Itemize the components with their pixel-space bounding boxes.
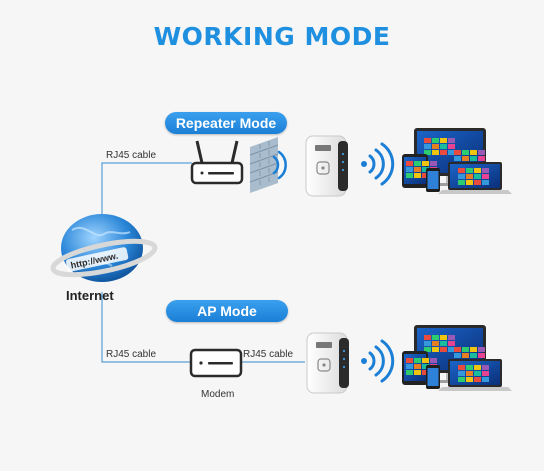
internet-label: Internet — [66, 288, 114, 303]
page-title: WORKING MODE — [153, 22, 391, 51]
connection-lines — [101, 162, 305, 363]
wall-icon — [249, 137, 279, 193]
ap-cable-line — [101, 292, 192, 363]
ap-cable-label-left: RJ45 cable — [106, 349, 157, 360]
devices-icon — [402, 325, 512, 391]
devices-icon — [402, 128, 512, 194]
globe-icon: http://www. — [50, 214, 158, 282]
wifi-extender-icon — [306, 332, 350, 394]
repeater-cable-label: RJ45 cable — [106, 150, 157, 161]
wifi-extender-icon — [305, 135, 349, 197]
modem-icon — [189, 348, 243, 378]
ap-mode-label: AP Mode — [166, 300, 288, 322]
modem-label: Modem — [201, 389, 235, 400]
repeater-mode-label: Repeater Mode — [165, 112, 287, 134]
wall-wifi-signal-icon — [272, 150, 287, 180]
repeater-cable-line — [101, 162, 192, 218]
wifi-signal-icon — [359, 142, 395, 186]
router-icon — [190, 140, 244, 185]
ap-cable-label-right: RJ45 cable — [243, 349, 294, 360]
wifi-signal-icon — [359, 339, 395, 383]
